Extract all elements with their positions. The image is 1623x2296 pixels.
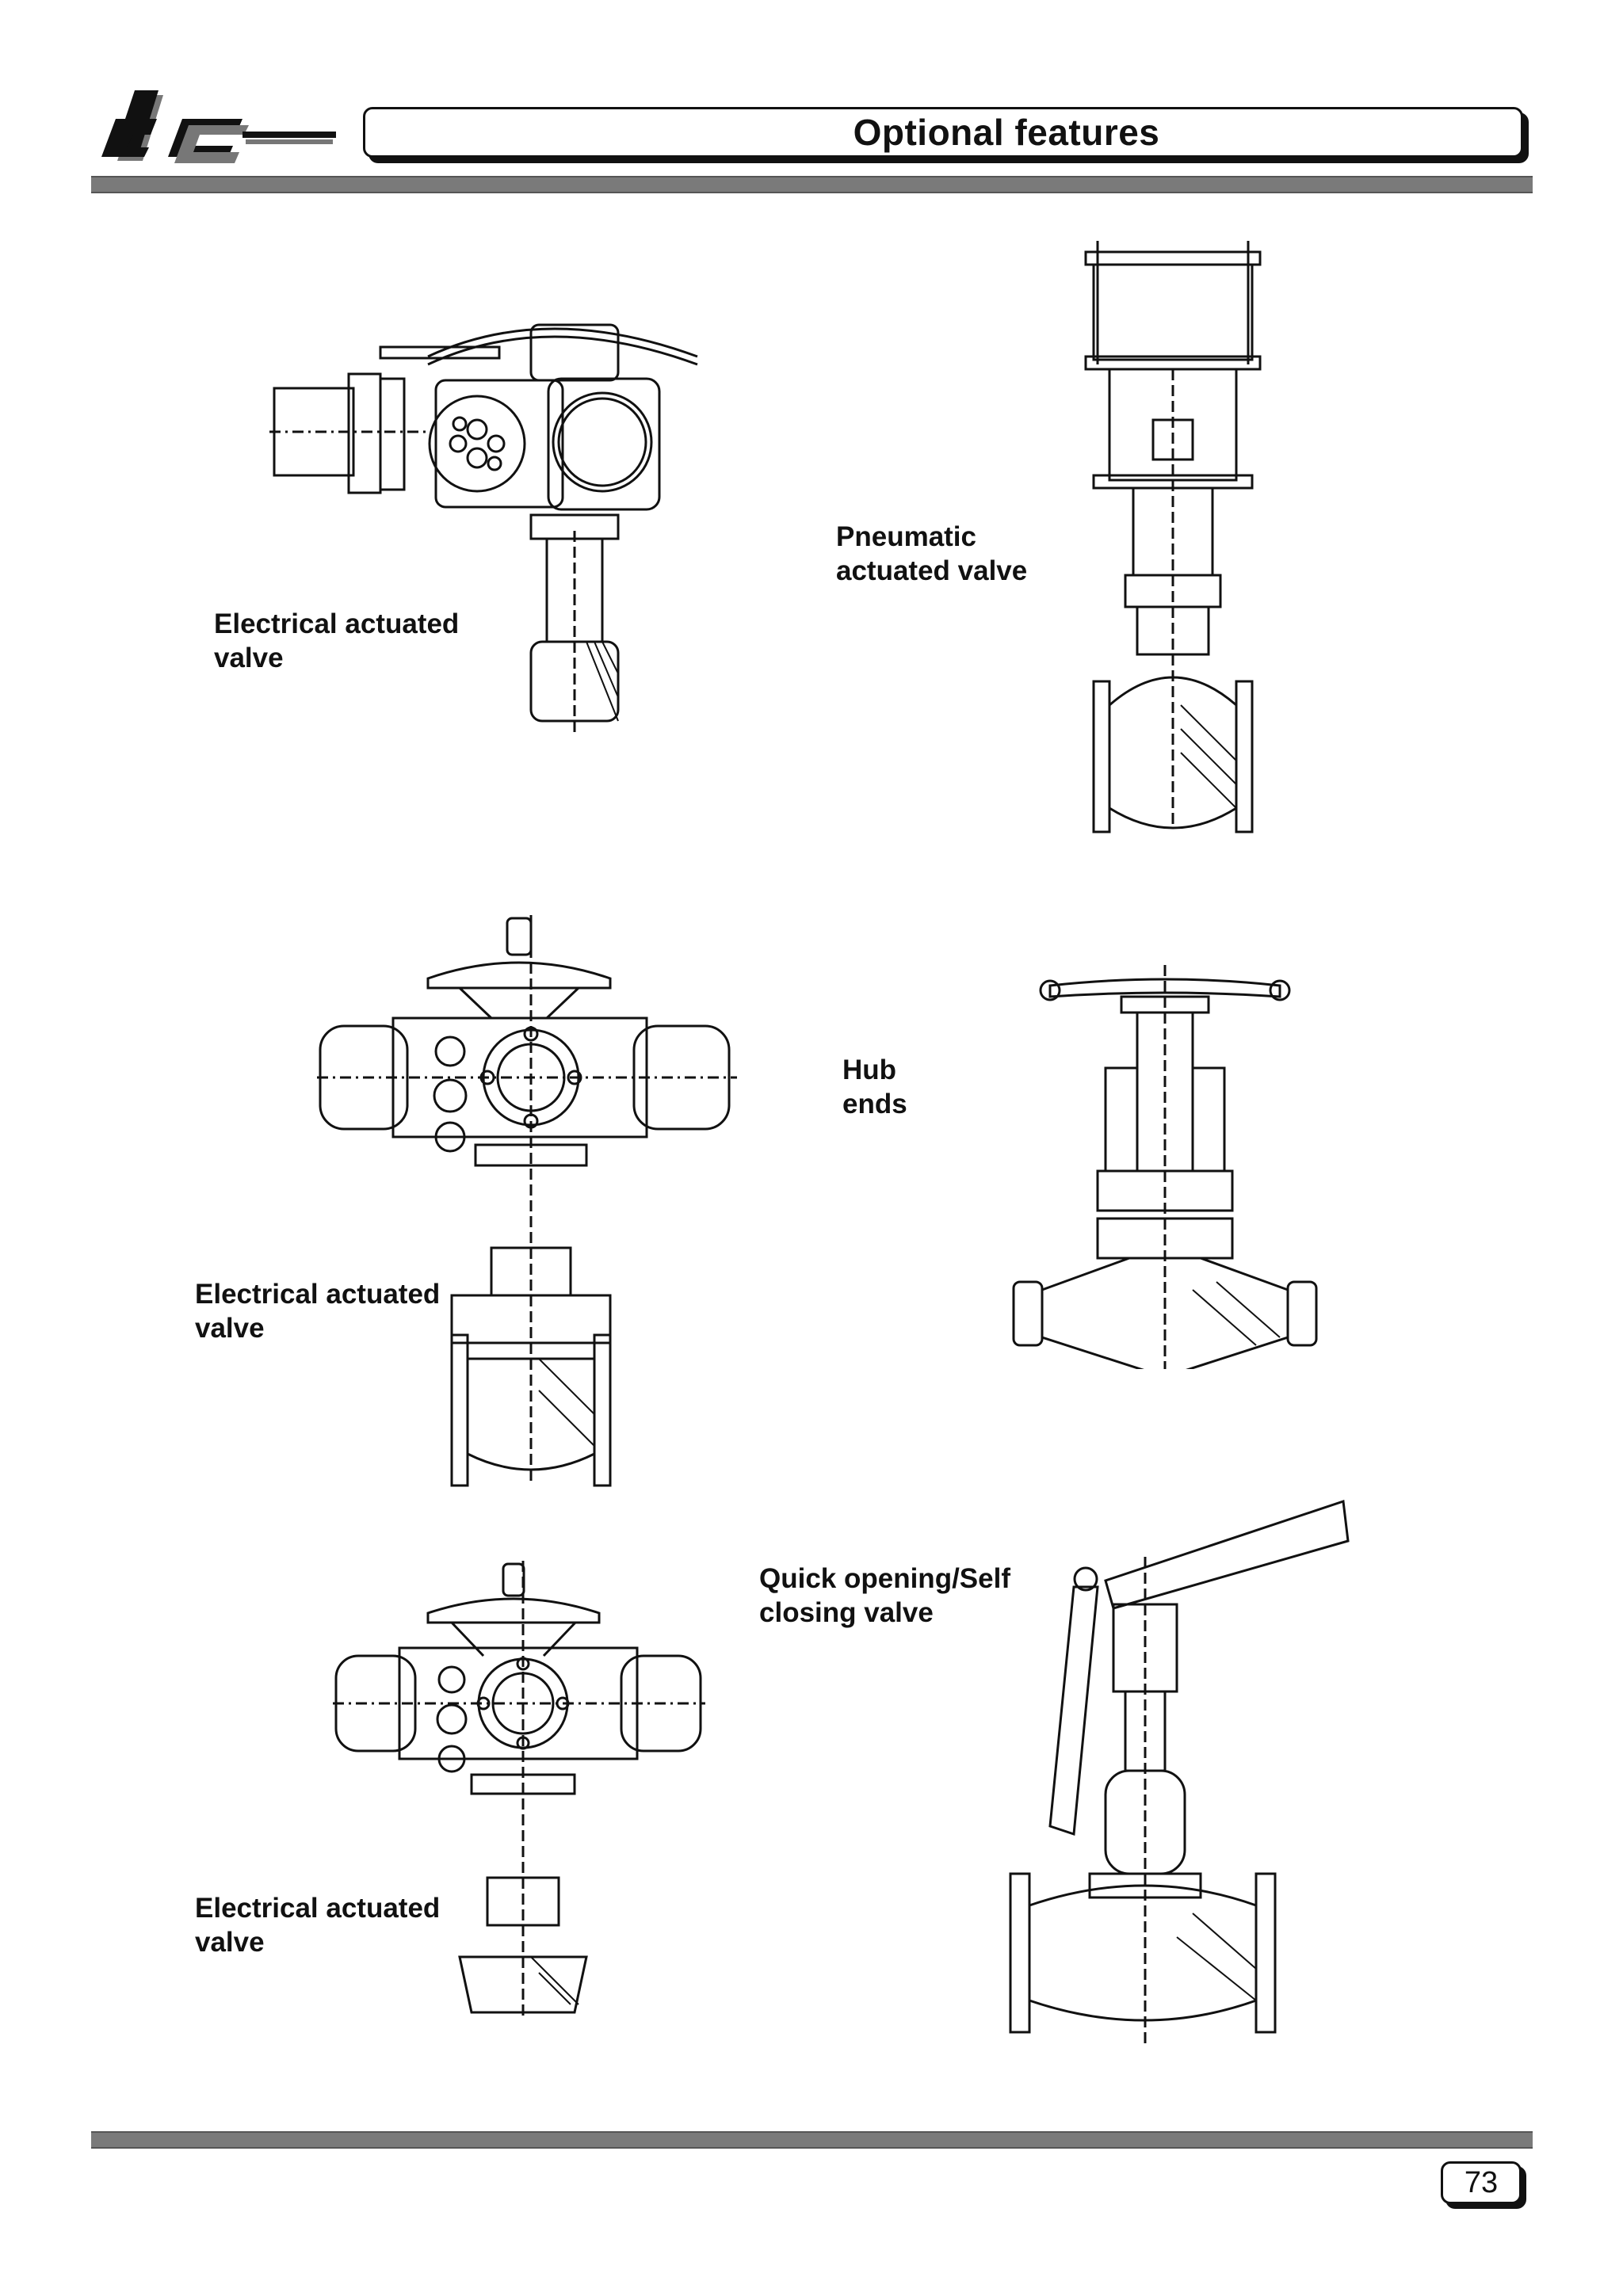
caption-hub-ends: Hub ends	[842, 1055, 907, 1119]
electrical-actuated-valve-drawing	[317, 915, 737, 1487]
header-rule	[91, 176, 1533, 193]
hub-ends-valve-drawing	[1012, 965, 1318, 1369]
quick-opening-valve-drawing	[1009, 1499, 1350, 2048]
caption-pneumatic-actuated-valve: Pneumatic actuated valve	[836, 521, 1028, 586]
caption-electrical-actuated-valve-2: Electrical actuated valve	[195, 1279, 441, 1344]
caption-quick-opening-self-closing-valve: Quick opening/Self closing valve	[759, 1563, 1010, 1628]
footer-rule	[91, 2131, 1533, 2149]
electrical-actuated-valve-drawing	[269, 323, 698, 737]
dc-logo	[101, 90, 336, 163]
electrical-actuated-valve-drawing	[333, 1561, 705, 2016]
caption-electrical-actuated-valve-3: Electrical actuated valve	[195, 1893, 441, 1958]
page-title-box: Optional features	[363, 107, 1523, 158]
page-title: Optional features	[853, 112, 1160, 153]
caption-electrical-actuated-valve-1: Electrical actuated valve	[214, 608, 460, 673]
page-number: 73	[1441, 2161, 1522, 2204]
pneumatic-actuated-valve-drawing	[1084, 241, 1262, 833]
